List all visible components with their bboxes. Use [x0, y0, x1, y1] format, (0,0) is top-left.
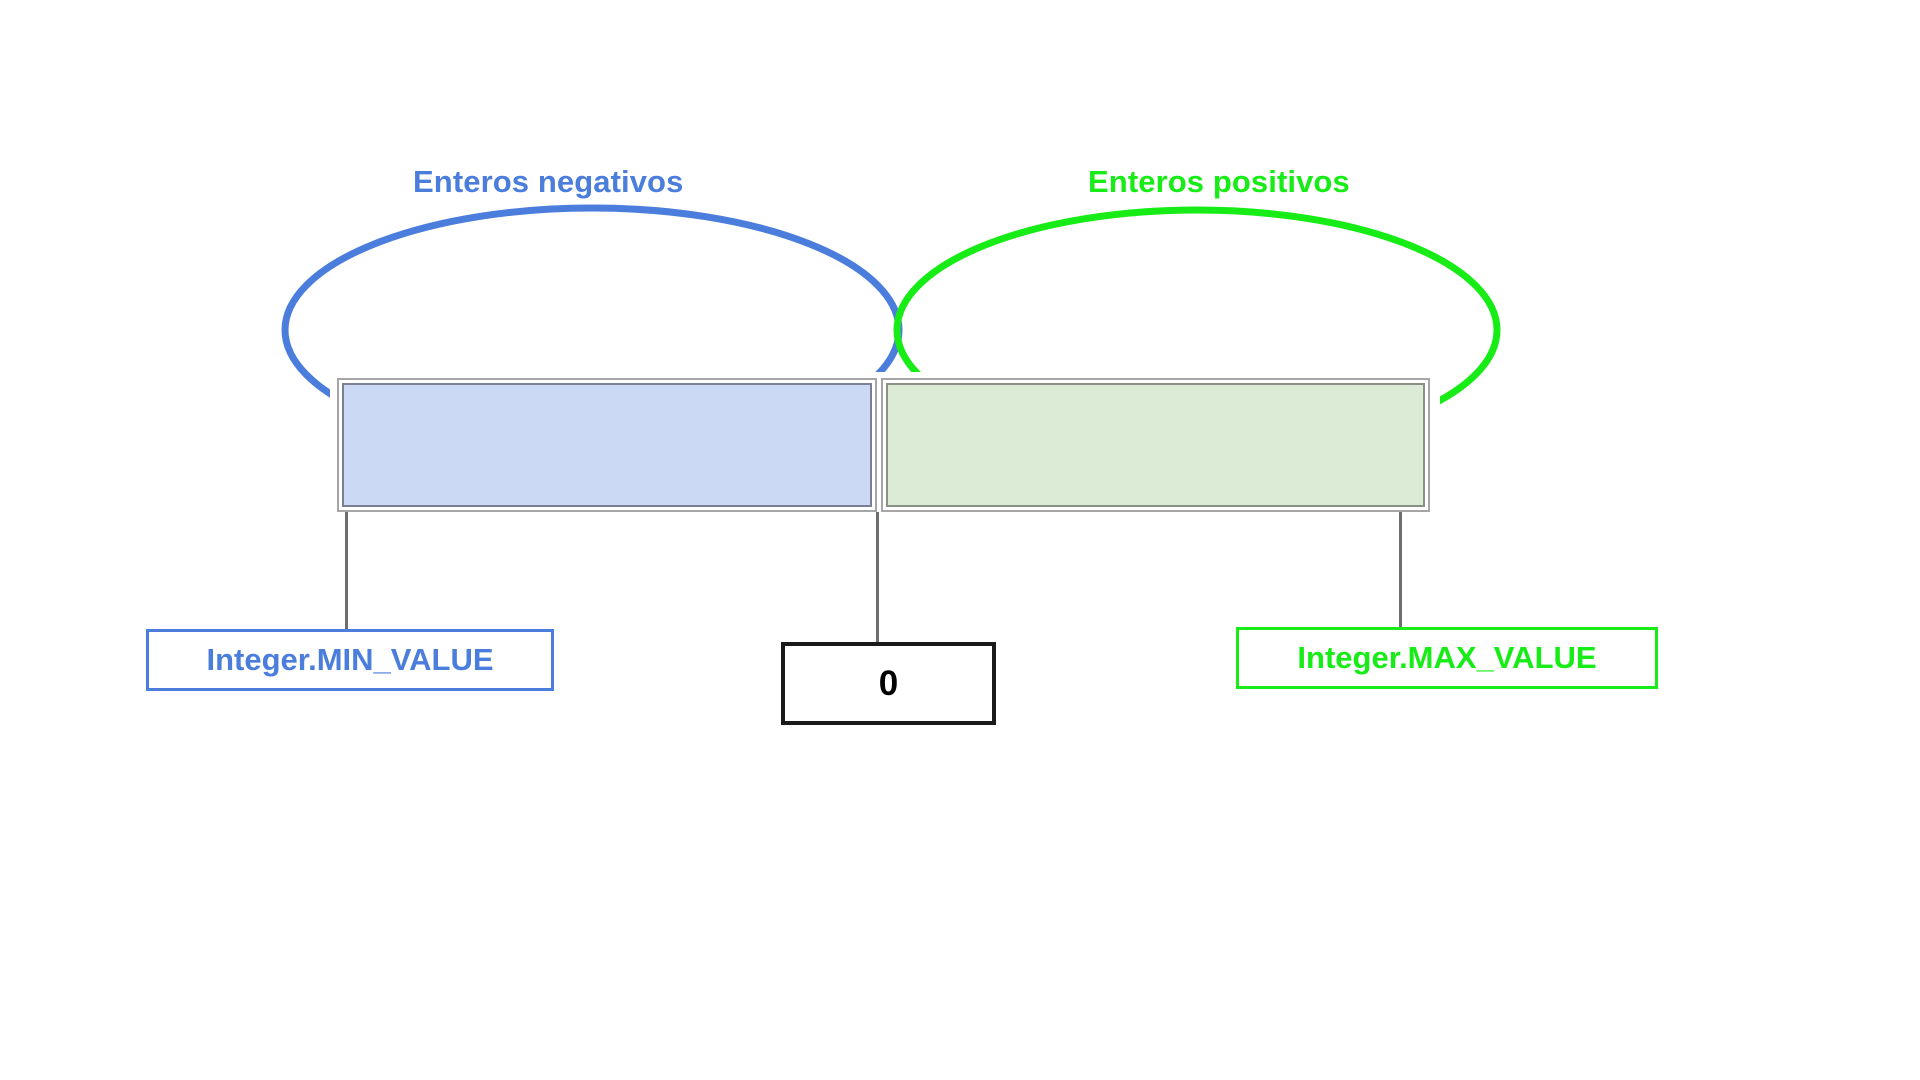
zero-value-callout: 0 [781, 642, 996, 725]
min-value-leader-line [345, 512, 348, 649]
max-value-leader-line [1399, 512, 1402, 645]
min-value-callout: Integer.MIN_VALUE [146, 629, 554, 691]
negative-range-fill [342, 383, 872, 507]
negative-range-cell [337, 378, 877, 512]
positive-range-caption: Enteros positivos [1088, 164, 1350, 199]
positive-range-fill [886, 383, 1425, 507]
max-value-callout: Integer.MAX_VALUE [1236, 627, 1658, 689]
negative-range-caption: Enteros negativos [413, 164, 684, 199]
zero-leader-line [876, 512, 879, 651]
positive-range-cell [881, 378, 1430, 512]
